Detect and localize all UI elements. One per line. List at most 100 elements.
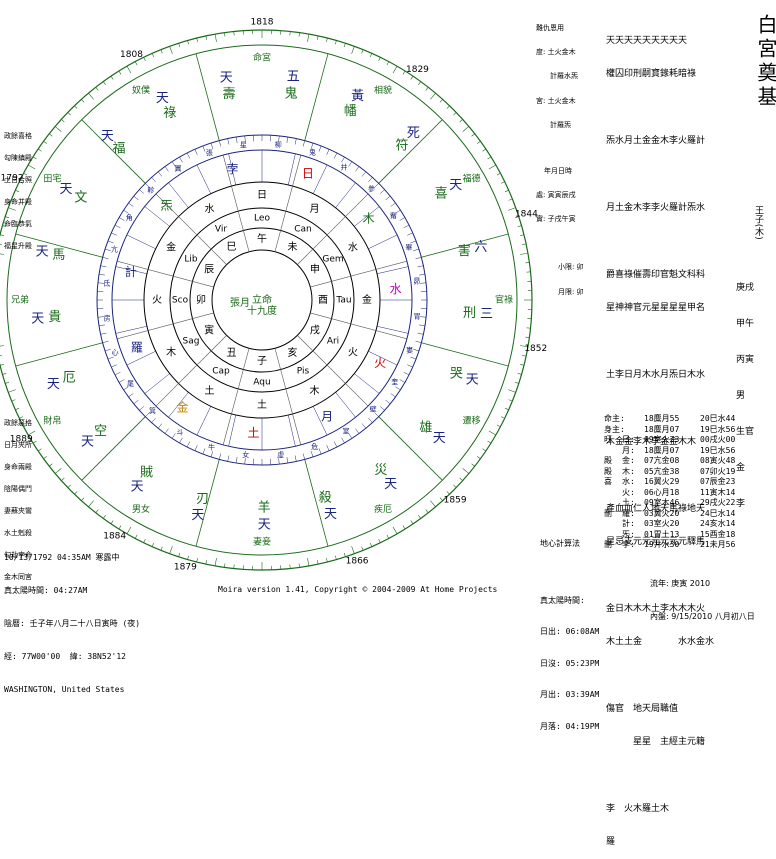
mansion-label: 室 — [342, 426, 349, 435]
planet-glyph: 月 — [321, 410, 333, 424]
planet-v1: 03翼火20 — [644, 509, 700, 520]
degree-tick — [103, 82, 105, 85]
degree-tick — [61, 478, 64, 481]
mansion-label: 婁 — [406, 345, 413, 354]
mansion-tick — [295, 139, 296, 145]
year-label: 1829 — [406, 65, 429, 75]
planet-glyph: 木 — [363, 211, 375, 225]
degree-tick — [403, 526, 405, 529]
degree-tick — [152, 543, 154, 547]
degree-tick — [0, 355, 2, 356]
degree-tick — [393, 66, 397, 73]
outer-star: 哭 — [450, 367, 463, 382]
grid-row: 土李日月木水月炁日木水 — [606, 370, 750, 381]
planet-name: 水: — [622, 477, 644, 488]
degree-tick — [224, 33, 225, 37]
planet-v2: 08寅火48 — [700, 456, 752, 467]
degree-tick — [197, 558, 198, 562]
degree-tick — [522, 355, 526, 356]
mansion-tick — [134, 400, 139, 404]
mansion-label: 奎 — [391, 377, 398, 386]
degree-tick — [379, 57, 381, 61]
degree-tick — [379, 539, 381, 543]
element-label: 木 — [310, 385, 320, 397]
outer-star: 雄 — [419, 421, 432, 436]
outer-star: 鬼 — [284, 86, 297, 102]
degree-tick — [317, 36, 318, 40]
mansion-label: 井 — [341, 162, 348, 171]
degree-tick — [472, 464, 475, 466]
mansion-spoke — [354, 374, 379, 394]
year-label: 1852 — [524, 344, 547, 354]
degree-tick — [317, 560, 318, 564]
outer-star: 天 — [47, 377, 60, 392]
mansion-label: 危 — [311, 442, 318, 451]
note-line: 政餘喜格 — [4, 133, 32, 140]
branch-label: 午 — [257, 232, 267, 245]
outer-star: 天 — [31, 312, 44, 327]
degree-tick — [501, 417, 505, 419]
mansion-tick — [395, 387, 400, 390]
outer-star: 羊 — [258, 499, 271, 515]
mansion-label: 昴 — [413, 277, 420, 285]
branch-label: 申 — [310, 263, 320, 276]
degree-tick — [88, 93, 93, 99]
planet-v2: 19巳水56 — [700, 446, 752, 457]
info-line: 月限: 卯 — [536, 288, 584, 296]
mansion-tick — [355, 167, 359, 172]
degree-tick — [74, 106, 77, 109]
mansion-label: 亢 — [111, 245, 118, 254]
degree-tick — [489, 431, 496, 435]
mansion-tick — [99, 274, 105, 275]
outer-star: 空 — [94, 424, 107, 439]
page-title: 白宮奠基 — [752, 14, 776, 110]
mansion-tick — [111, 233, 116, 235]
planet-label: 旺 — [604, 435, 622, 446]
mansion-tick — [219, 141, 221, 147]
degree-tick — [299, 563, 300, 567]
outer-star: 文 — [74, 190, 87, 205]
pillar-label: 庚戌 — [736, 282, 754, 294]
branch-label: 子 — [257, 355, 267, 367]
planet-v2: 24亥水14 — [700, 519, 752, 530]
mansion-tick — [410, 357, 416, 359]
mansion-tick — [418, 333, 424, 334]
house-spoke — [305, 54, 328, 141]
mansion-tick — [158, 172, 162, 177]
mansion-spoke — [336, 183, 356, 208]
info-line: 難仇恩用 — [536, 24, 584, 32]
degree-tick — [440, 498, 443, 501]
mansion-tick — [115, 372, 120, 375]
mansion-tick — [362, 172, 366, 177]
degree-tick — [426, 87, 428, 90]
planet-v2: 24巳水14 — [700, 509, 752, 520]
mansion-tick — [419, 325, 425, 326]
planet-label: 命主: — [604, 414, 622, 425]
mansion-tick — [418, 266, 424, 267]
degree-tick — [411, 76, 413, 79]
mansion-tick — [152, 418, 156, 422]
degree-tick — [81, 498, 84, 501]
planet-label: 喜 — [604, 477, 622, 488]
degree-tick — [161, 547, 162, 551]
degree-tick — [387, 535, 389, 539]
element-label: 月 — [310, 203, 320, 215]
planet-glyph: 日 — [302, 167, 314, 181]
mansion-label: 氐 — [103, 279, 110, 288]
degree-tick — [74, 491, 77, 494]
outer-star: 天 — [81, 435, 94, 450]
degree-tick — [96, 87, 98, 90]
outer-star: 害 — [458, 243, 471, 259]
degree-tick — [483, 449, 486, 451]
mansion-tick — [386, 196, 391, 200]
pillar-label: 男 — [736, 390, 754, 402]
mansion-tick — [165, 167, 169, 172]
mansion-spoke — [197, 406, 211, 435]
mansion-tick — [172, 433, 175, 438]
degree-tick — [8, 390, 16, 393]
degree-tick — [144, 57, 146, 61]
degree-tick — [0, 244, 2, 245]
